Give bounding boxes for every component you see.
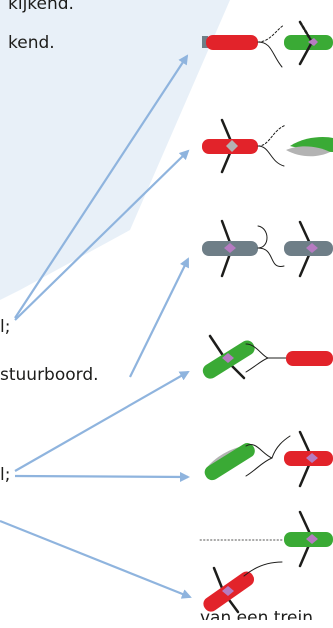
arrow-3: [129, 257, 189, 378]
row-6-boats: [199, 510, 333, 568]
row-7-boats: [203, 561, 283, 614]
arrow-5: [14, 471, 190, 482]
text-line-6: van een trein: [200, 608, 313, 628]
arrow-2: [14, 149, 190, 321]
arrow-1: [14, 54, 189, 319]
text-line-5: l;: [0, 465, 11, 485]
green-boat: [284, 35, 333, 50]
row-5-boats: [204, 430, 333, 488]
arrow-4: [14, 371, 190, 472]
row-3-boats: [202, 219, 333, 278]
arrow-6: [0, 519, 192, 599]
text-line-4: stuurboord.: [0, 365, 99, 385]
grey-overlay: [286, 146, 330, 157]
text-line-2: kend.: [8, 33, 55, 53]
red-boat: [286, 351, 333, 366]
red-boat: [206, 35, 258, 50]
row-4-boats: [202, 334, 333, 380]
text-line-1: kijkend.: [8, 0, 74, 14]
green-boat: [204, 443, 255, 481]
row-2-boats: [202, 118, 333, 174]
text-line-3: l;: [0, 317, 11, 337]
row-1-boats: [202, 20, 333, 68]
